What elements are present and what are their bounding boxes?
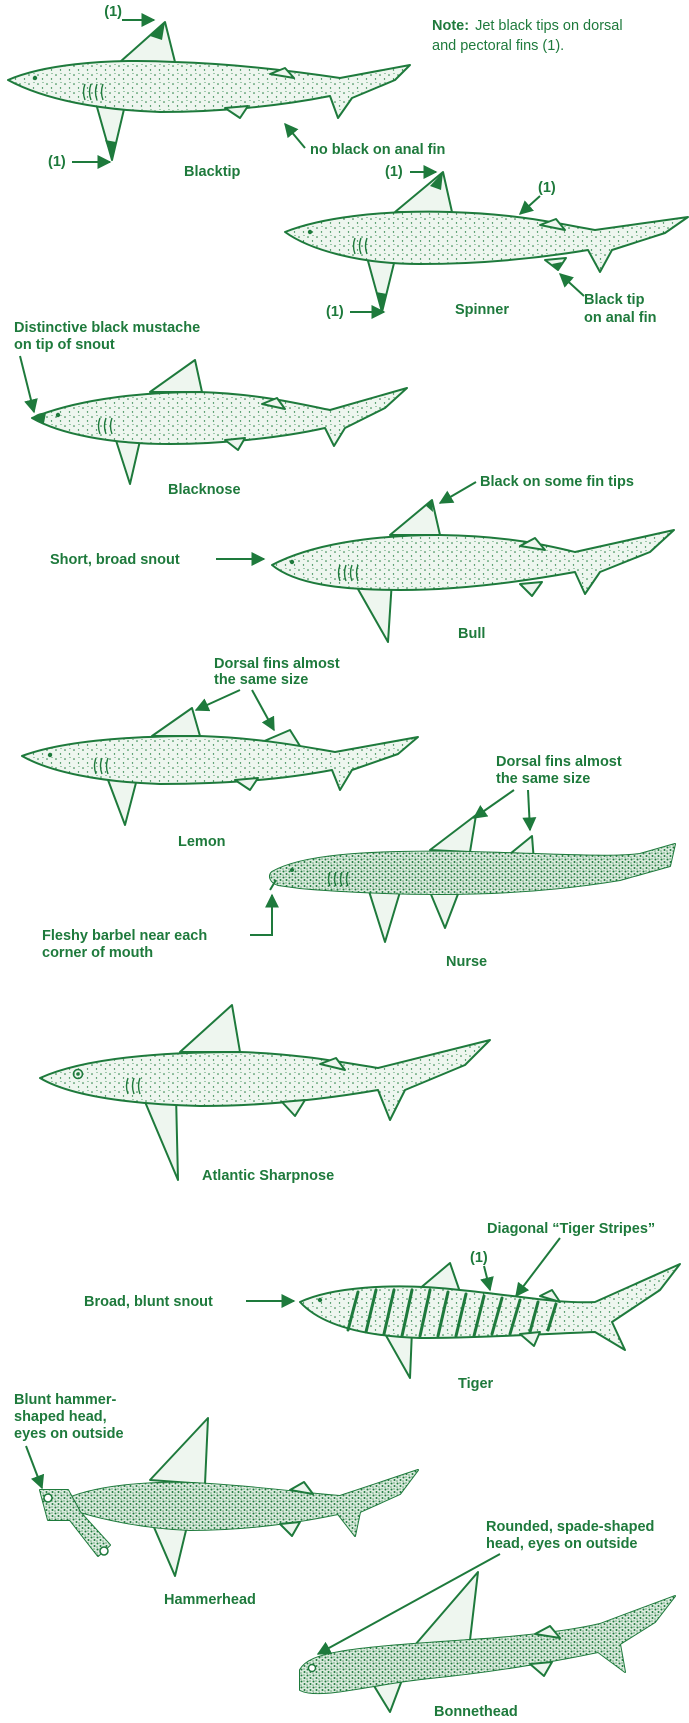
nurse-callout-line1: Dorsal fins almost bbox=[496, 754, 622, 770]
shark-blacktip: (1) (1) no black on anal fin Blacktip bbox=[8, 4, 445, 180]
blacktip-name: Blacktip bbox=[184, 164, 241, 180]
nurse-name: Nurse bbox=[446, 954, 487, 970]
bull-snout-callout: Short, broad snout bbox=[50, 552, 180, 568]
spinner-name: Spinner bbox=[455, 302, 509, 318]
blacknose-callout-line1: Distinctive black mustache bbox=[14, 320, 200, 336]
blacktip-anal-fin-callout: no black on anal fin bbox=[310, 142, 445, 158]
blacknose-name: Blacknose bbox=[168, 482, 241, 498]
shark-nurse: Dorsal fins almost the same size Fleshy … bbox=[42, 754, 675, 970]
bull-name: Bull bbox=[458, 626, 485, 642]
note-prefix: Note: bbox=[432, 18, 469, 34]
blacknose-callout-line2: on tip of snout bbox=[14, 337, 115, 353]
hammerhead-name: Hammerhead bbox=[164, 1592, 256, 1608]
shark-lemon: Dorsal fins almost the same size Lemon bbox=[22, 656, 418, 850]
tiger-stripes-callout: Diagonal “Tiger Stripes” bbox=[487, 1221, 655, 1237]
blacktip-marker-1: (1) bbox=[104, 4, 122, 20]
hammerhead-callout-line1: Blunt hammer- bbox=[14, 1392, 116, 1408]
nurse-barbel-line1: Fleshy barbel near each bbox=[42, 928, 207, 944]
spinner-callout-line1: Black tip bbox=[584, 292, 645, 308]
lemon-callout-line2: the same size bbox=[214, 672, 308, 688]
bonnethead-name: Bonnethead bbox=[434, 1704, 518, 1720]
bonnethead-callout-line2: head, eyes on outside bbox=[486, 1536, 638, 1552]
bonnethead-callout-line1: Rounded, spade-shaped bbox=[486, 1519, 654, 1535]
lemon-name: Lemon bbox=[178, 834, 226, 850]
note-line1: Jet black tips on dorsal bbox=[475, 18, 623, 34]
shark-bonnethead: Rounded, spade-shaped head, eyes on outs… bbox=[300, 1519, 675, 1720]
spinner-marker-2: (1) bbox=[538, 180, 556, 196]
note-line2: and pectoral fins (1). bbox=[432, 38, 564, 54]
shark-bull: Black on some fin tips Short, broad snou… bbox=[50, 474, 674, 642]
shark-hammerhead: Blunt hammer- shaped head, eyes on outsi… bbox=[14, 1392, 418, 1608]
tiger-name: Tiger bbox=[458, 1376, 494, 1392]
shark-spinner: (1) (1) (1) Black tip on anal fin Spinne… bbox=[285, 164, 688, 326]
nurse-callout-line2: the same size bbox=[496, 771, 590, 787]
svg-text:Note:Jet black tips on dorsal: Note: Jet black tips on dorsal bbox=[432, 18, 623, 34]
lemon-callout-line1: Dorsal fins almost bbox=[214, 656, 340, 672]
tiger-snout-callout: Broad, blunt snout bbox=[84, 1294, 213, 1310]
sharpnose-name: Atlantic Sharpnose bbox=[202, 1168, 334, 1184]
spinner-marker-3: (1) bbox=[326, 304, 344, 320]
blacktip-marker-2: (1) bbox=[48, 154, 66, 170]
spinner-callout-line2: on anal fin bbox=[584, 310, 657, 326]
nurse-barbel-line2: corner of mouth bbox=[42, 945, 153, 961]
spinner-marker-1: (1) bbox=[385, 164, 403, 180]
hammerhead-callout-line3: eyes on outside bbox=[14, 1426, 124, 1442]
shark-tiger: Diagonal “Tiger Stripes” (1) Broad, blun… bbox=[84, 1221, 680, 1392]
note-block: Note: Jet black tips on dorsal and pector… bbox=[432, 18, 623, 54]
shark-atlantic-sharpnose: Atlantic Sharpnose bbox=[40, 1005, 490, 1184]
hammerhead-callout-line2: shaped head, bbox=[14, 1409, 107, 1425]
shark-blacknose: Distinctive black mustache on tip of sno… bbox=[14, 320, 407, 498]
tiger-marker: (1) bbox=[470, 1250, 488, 1266]
bull-fin-callout: Black on some fin tips bbox=[480, 474, 634, 490]
